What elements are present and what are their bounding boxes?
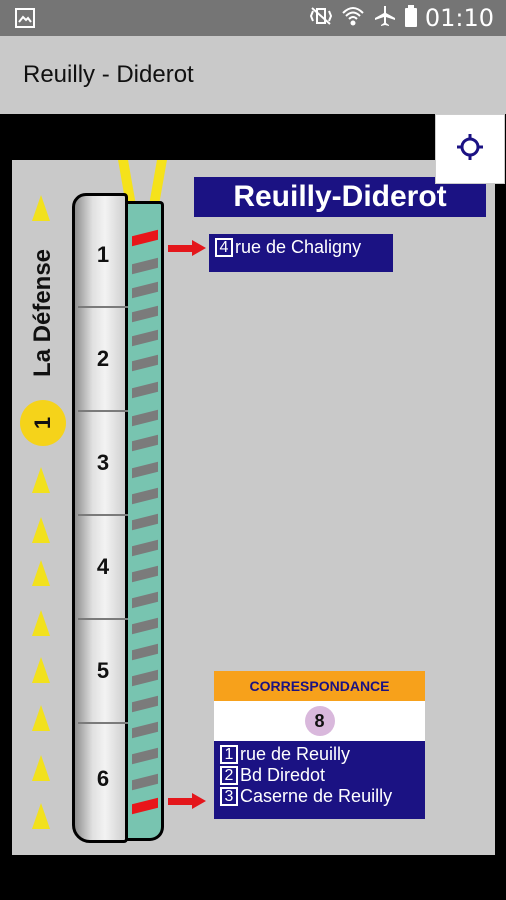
direction-arrow-icon — [32, 755, 50, 781]
exit-number: 3 — [220, 787, 238, 806]
exit-number: 4 — [215, 238, 233, 257]
direction-arrow-icon — [32, 657, 50, 683]
exit-row: 1 rue de Reuilly — [220, 744, 419, 765]
train-body: 1 2 3 4 5 6 — [72, 193, 128, 843]
exit-row: 4 rue de Chaligny — [215, 237, 387, 258]
line-1-badge: 1 — [20, 400, 66, 446]
direction-arrow-icon — [32, 467, 50, 493]
gallery-icon — [15, 8, 35, 33]
direction-arrow-icon — [32, 705, 50, 731]
line-8-badge: 8 — [304, 706, 335, 736]
train-diagram: 1 2 3 4 5 6 — [72, 193, 165, 848]
clock: 01:10 — [424, 4, 494, 32]
vibrate-icon — [309, 6, 333, 31]
page-title: Reuilly - Diderot — [23, 61, 194, 88]
direction-label: La Défense — [29, 248, 56, 378]
car-2: 2 — [78, 308, 128, 412]
exit-arrow-icon — [168, 240, 206, 256]
app-bar: Reuilly - Diderot — [0, 36, 506, 114]
wifi-icon — [341, 5, 365, 32]
exit-arrow-icon — [168, 793, 206, 809]
exit-label: rue de Chaligny — [235, 237, 362, 257]
exit-sign-bottom: 1 rue de Reuilly 2 Bd Diredot 3 Caserne … — [214, 741, 425, 819]
exit-label: Bd Diredot — [240, 765, 326, 785]
exit-number: 1 — [220, 745, 238, 764]
car-3: 3 — [78, 412, 128, 516]
exit-label: rue de Reuilly — [240, 744, 351, 764]
car-4: 4 — [78, 516, 128, 620]
exit-row: 2 Bd Diredot — [220, 765, 419, 786]
crosshair-icon — [455, 132, 485, 167]
status-bar: 01:10 — [0, 0, 506, 36]
battery-icon — [404, 4, 417, 32]
exit-label: Caserne de Reuilly — [240, 786, 393, 806]
direction-arrow-icon — [32, 517, 50, 543]
correspondance-title: CORRESPONDANCE — [214, 671, 425, 701]
correspondance-panel: CORRESPONDANCE 8 — [214, 671, 425, 741]
car-5: 5 — [78, 620, 128, 724]
car-6: 6 — [96, 766, 110, 791]
direction-arrow-icon — [32, 803, 50, 829]
locate-button[interactable] — [435, 114, 505, 184]
car-1: 1 — [78, 204, 128, 308]
direction-arrow-icon — [32, 610, 50, 636]
exit-number: 2 — [220, 766, 238, 785]
airplane-icon — [373, 5, 397, 32]
exit-sign-top: 4 rue de Chaligny — [209, 234, 393, 272]
exit-row: 3 Caserne de Reuilly — [220, 786, 419, 807]
direction-arrow-icon — [32, 195, 50, 221]
direction-arrow-icon — [32, 560, 50, 586]
